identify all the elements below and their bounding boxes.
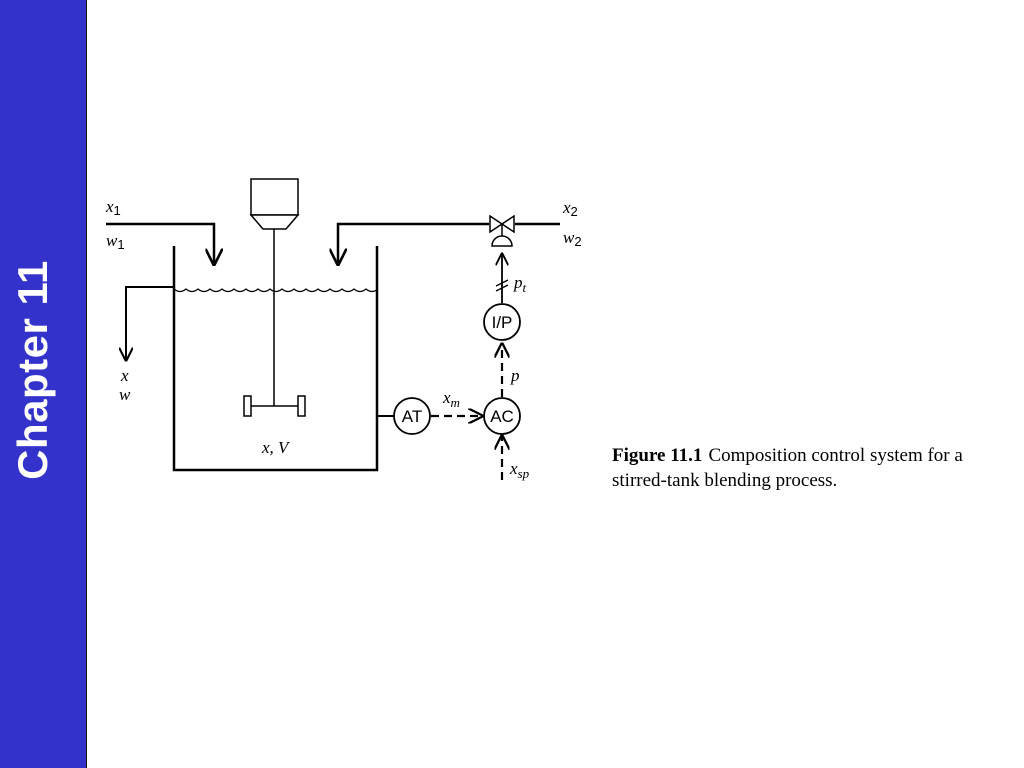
outlet-flow-label: w	[119, 385, 131, 404]
inlet2-pipe-left	[338, 222, 489, 264]
inlet1-flow-label: w1	[106, 231, 125, 252]
inlet1-pipe	[106, 222, 214, 264]
impeller-blade-left	[243, 395, 252, 417]
pneumatic-hatch-2	[495, 284, 509, 292]
composition-controller-label: AC	[490, 407, 514, 426]
inlet2-flow-label: w2	[563, 228, 582, 249]
chapter-sidebar: Chapter 11	[0, 0, 87, 768]
control-valve	[489, 214, 515, 247]
tank-walls	[172, 246, 379, 472]
agitator-motor	[250, 178, 299, 216]
ip-transducer-label: I/P	[492, 313, 513, 332]
liquid-surface	[173, 288, 379, 293]
caption-text: Composition control system for a stirred…	[612, 445, 963, 491]
valve-body-right	[500, 214, 515, 234]
agitator	[243, 178, 306, 417]
pneumatic-hatch-1	[495, 279, 509, 287]
tank-label: x, V	[261, 438, 291, 457]
transducer-output-label: pt	[513, 273, 527, 295]
valve-body-left	[489, 214, 504, 234]
outlet-pipe	[126, 286, 174, 360]
measured-signal-label: xm	[442, 388, 460, 410]
figure-number: Figure 11.1	[612, 445, 703, 466]
inlet2-composition-label: x2	[562, 198, 578, 219]
controller-output-label: p	[510, 366, 520, 385]
outlet-composition-label: x	[120, 366, 129, 385]
inlet1-composition-label: x1	[105, 197, 121, 218]
analyzer-transmitter-label: AT	[402, 407, 422, 426]
composition-controller	[483, 397, 521, 435]
impeller-blade-right	[297, 395, 306, 417]
analyzer-transmitter	[393, 397, 431, 435]
setpoint-label: xsp	[509, 459, 530, 481]
ip-transducer	[483, 303, 521, 341]
valve-actuator	[491, 235, 513, 247]
tank	[172, 246, 379, 472]
agitator-gearbox	[249, 214, 300, 230]
